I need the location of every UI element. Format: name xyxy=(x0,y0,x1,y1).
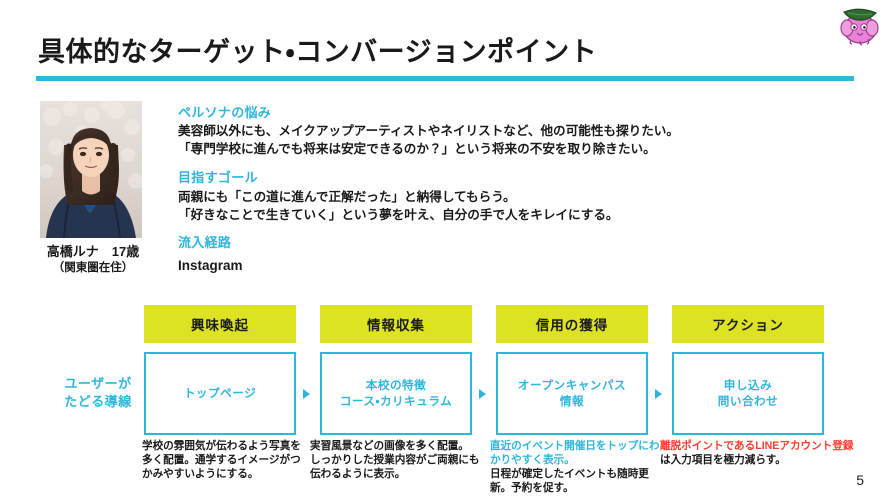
pink-elephant-mascot-logo xyxy=(838,4,882,46)
funnel-stage-header-2: 信用の獲得 xyxy=(496,305,648,343)
persona-section-body-goal: 両親にも「この道に進んで正解だった」と納得してもらう。 「好きなことで生きていく… xyxy=(178,188,619,225)
persona-section-heading-channel: 流入経路 xyxy=(178,235,232,250)
funnel-note-3-segment-1: は入力項目を極力減らす。 xyxy=(660,453,786,466)
funnel-arrow-icon-0 xyxy=(303,389,310,399)
funnel-note-0: 学校の雰囲気が伝わるよう写真を多く配置。通学するイメージがつかみやすいようにする… xyxy=(142,440,302,482)
funnel-page-box-1-line1: 本校の特徴 xyxy=(365,378,427,392)
funnel-arrow-icon-2 xyxy=(655,389,662,399)
funnel-page-box-0[interactable]: トップページ xyxy=(144,352,296,435)
funnel-page-box-3-line1: 申し込み xyxy=(723,378,773,392)
funnel-page-box-1-line2: コース・カリキュラム xyxy=(339,394,453,408)
funnel-note-3: 離脱ポイントであるLINEアカウント登録は入力項目を極力減らす。 xyxy=(660,440,855,468)
page-number: 5 xyxy=(856,472,864,488)
persona-worry-line-2: 「専門学校に進んでも将来は安定できるのか？」という将来の不安を取り除きたい。 xyxy=(178,142,656,157)
page-title: 具体的なターゲット・コンバージョンポイント xyxy=(38,37,598,67)
persona-section-heading-worry: ペルソナの悩み xyxy=(178,105,272,120)
funnel-note-2-segment-0: 直近のイベント開催日をトップにわかりやすく表示。 xyxy=(490,440,660,466)
persona-name: 高橋ルナ 17歳 （関東圏在住） xyxy=(20,244,166,276)
funnel-note-1-segment-1: しっかりした授業内容がご両親にも伝わるように表示。 xyxy=(310,453,480,480)
funnel-note-1: 実習風景などの画像を多く配置。しっかりした授業内容がご両親にも伝わるように表示。 xyxy=(310,440,480,482)
funnel-row-label-line2: たどる導線 xyxy=(64,394,132,410)
funnel-page-box-2-line1: オープンキャンパス xyxy=(517,378,627,392)
persona-goal-line-2: 「好きなことで生きていく」という夢を叶え、自分の手で人をキレイにする。 xyxy=(178,208,619,223)
funnel-note-3-segment-0: 離脱ポイントであるLINEアカウント登録 xyxy=(660,440,854,452)
funnel-note-1-segment-0: 実習風景などの画像を多く配置。 xyxy=(310,440,469,452)
funnel-page-box-0-line1: トップページ xyxy=(183,386,257,400)
funnel-page-box-3[interactable]: 申し込み 問い合わせ xyxy=(672,352,824,435)
persona-goal-line-1: 両親にも「この道に進んで正解だった」と納得してもらう。 xyxy=(178,190,516,204)
funnel-page-box-2-line2: 情報 xyxy=(559,394,585,408)
persona-photo xyxy=(40,101,142,238)
funnel-row-label-line1: ユーザーが xyxy=(64,376,132,391)
persona-name-text: 高橋ルナ 17歳 xyxy=(46,244,140,259)
funnel-page-box-1[interactable]: 本校の特徴 コース・カリキュラム xyxy=(320,352,472,435)
persona-worry-line-1: 美容師以外にも、メイクアップアーティストやネイリストなど、他の可能性も探りたい。 xyxy=(178,124,679,138)
funnel-note-0-segment-0: 学校の雰囲気が伝わるよう写真を多く配置。通学するイメージがつかみやすいようにする… xyxy=(142,440,301,480)
funnel-stage-header-1: 情報収集 xyxy=(320,305,472,343)
funnel-note-2-segment-1: 日程が確定したイベントも随時更新。予約を促す。 xyxy=(490,467,649,494)
funnel-row-label: ユーザーが たどる導線 xyxy=(46,375,150,411)
funnel-stage-header-0: 興味喚起 xyxy=(144,305,296,343)
persona-section-body-channel: Instagram xyxy=(178,258,243,273)
funnel-arrow-icon-1 xyxy=(479,389,486,399)
funnel-page-box-3-line2: 問い合わせ xyxy=(717,394,779,408)
title-underline-rule xyxy=(36,76,854,81)
persona-section-body-worry: 美容師以外にも、メイクアップアーティストやネイリストなど、他の可能性も探りたい。… xyxy=(178,122,679,159)
persona-section-heading-goal: 目指すゴール xyxy=(178,170,258,185)
funnel-stage-header-3: アクション xyxy=(672,305,824,343)
persona-location-text: （関東圏在住） xyxy=(52,261,134,274)
funnel-page-box-2[interactable]: オープンキャンパス 情報 xyxy=(496,352,648,435)
funnel-note-2: 直近のイベント開催日をトップにわかりやすく表示。日程が確定したイベントも随時更新… xyxy=(490,440,660,496)
